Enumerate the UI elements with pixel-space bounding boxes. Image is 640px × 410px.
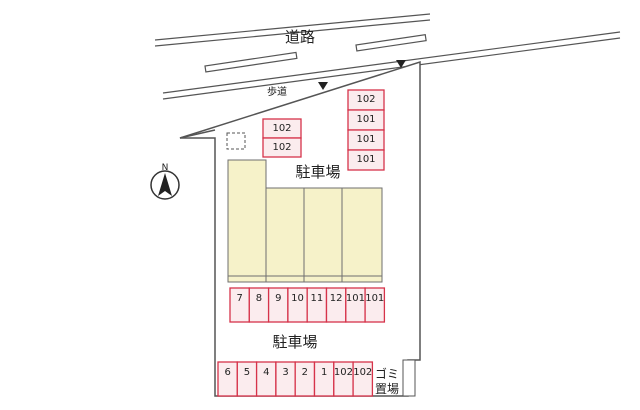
parking-space-number: 10 [291,293,304,304]
road-label: 道路 [285,28,315,46]
building-4 [341,187,383,283]
parking-space-number: 11 [310,293,323,304]
parking-space-bottom: 4 [255,361,277,397]
buildings [227,159,383,283]
sidewalk-label: 歩道 [267,85,287,98]
garbage-label-2: 置場 [375,382,399,396]
parking-space-number: 12 [330,293,343,304]
parking-space-number: 102 [356,94,375,105]
building-2 [265,187,305,283]
garbage-label-1: ゴミ [375,366,399,381]
parking-space-number: 3 [282,367,288,378]
bicycle-area-dashed-icon [226,132,246,150]
parking-space-bottom: 5 [236,361,258,397]
parking-space-number: 5 [244,367,250,378]
parking-space-number: 102 [272,123,291,134]
parking-space-right: 102 [347,89,385,111]
road-lines [154,13,621,100]
parking-space-right: 101 [347,149,385,171]
parking-space-number: 101 [356,134,375,145]
parking-space-number: 102 [272,142,291,153]
parking-space-bottom: 1 [313,361,335,397]
parking-space-middle: 12 [325,287,347,323]
garbage-area [402,359,416,397]
parking-space-number: 6 [224,367,230,378]
parking-label-upper: 駐車場 [295,163,340,181]
entrance-arrow-icon [318,82,328,90]
parking-space-number: 7 [236,293,242,304]
north-arrow-icon: N [150,163,180,200]
parking-space-right: 101 [347,109,385,131]
parking-space-number: 101 [365,293,384,304]
parking-space-middle: 11 [306,287,328,323]
parking-space-number: 101 [356,114,375,125]
north-label: N [162,163,169,173]
building-1 [227,159,267,283]
parking-space-number: 1 [321,367,327,378]
parking-space-number: 101 [356,154,375,165]
entrance-arrow-icon [396,60,406,68]
parking-space-number: 102 [353,367,372,378]
parking-label-lower: 駐車場 [272,333,317,351]
parking-space-number: 8 [256,293,262,304]
parking-space-middle: 9 [267,287,289,323]
parking-space-middle: 10 [287,287,308,323]
parking-space-middle: 101 [364,287,386,323]
parking-space-upper-left: 102 [262,137,302,158]
parking-space-number: 2 [302,367,308,378]
parking-space-middle: 7 [229,287,250,323]
parking-space-bottom: 6 [217,361,238,397]
parking-space-middle: 8 [248,287,270,323]
parking-space-bottom: 102 [333,361,354,397]
parking-space-bottom: 2 [294,361,316,397]
parking-space-bottom: 102 [352,361,374,397]
building-3 [303,187,343,283]
parking-space-number: 101 [346,293,365,304]
parking-space-upper-left: 102 [262,118,302,139]
parking-space-bottom: 3 [275,361,296,397]
parking-space-middle: 101 [345,287,366,323]
parking-space-number: 102 [334,367,353,378]
parking-space-number: 4 [263,367,269,378]
parking-space-right: 101 [347,129,385,151]
parking-space-number: 9 [275,293,281,304]
